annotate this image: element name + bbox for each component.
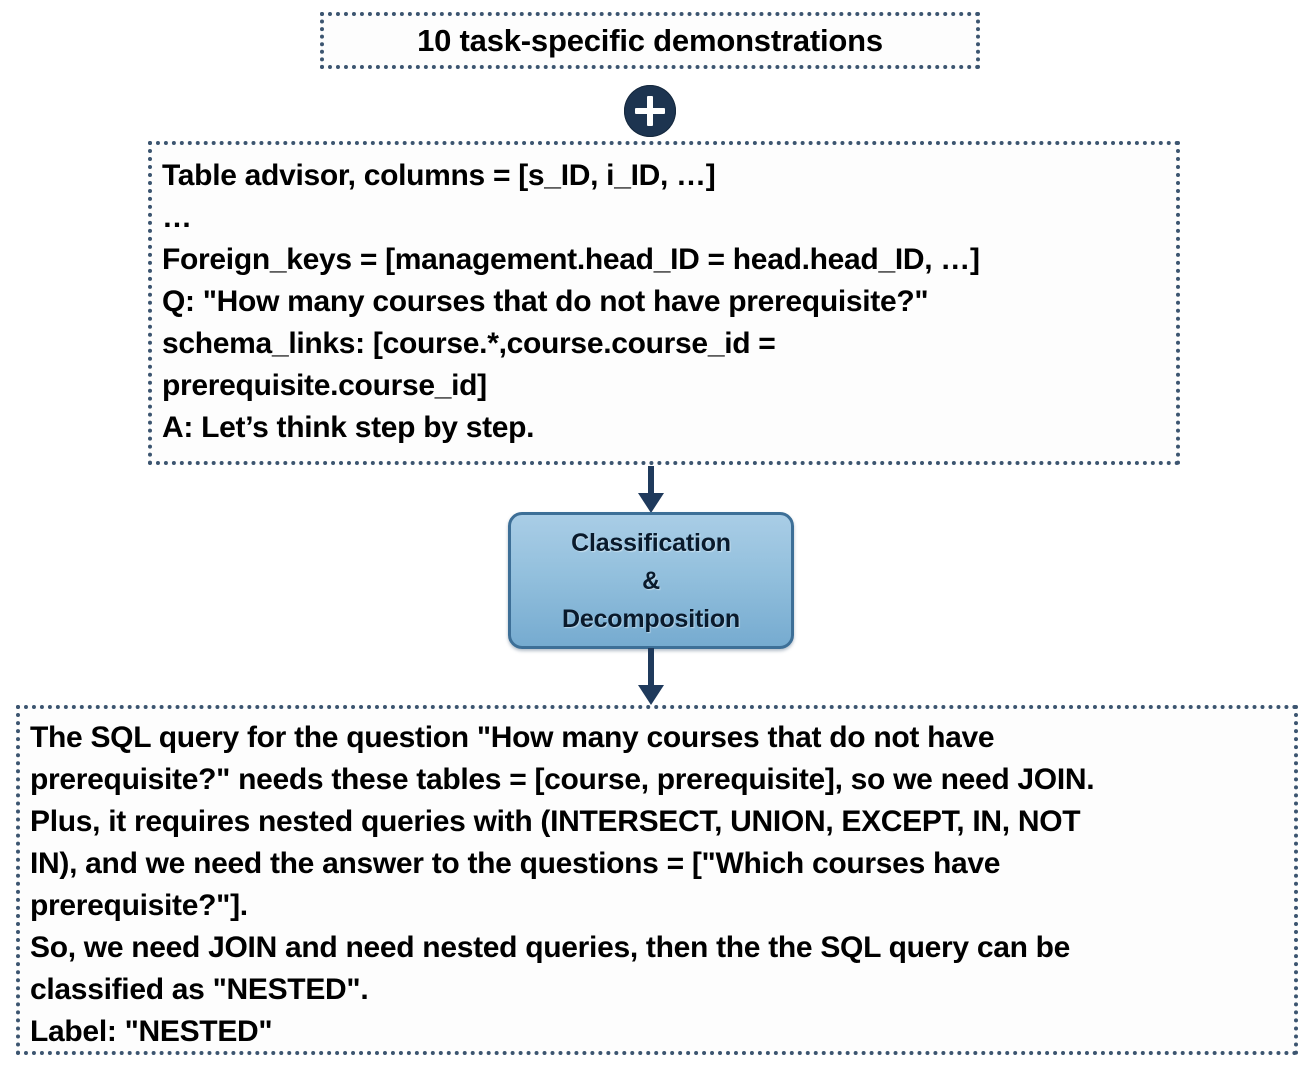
classify-line: Classification — [571, 528, 731, 557]
classify-line: & — [642, 566, 660, 595]
demonstrations-box: 10 task-specific demonstrations — [320, 12, 980, 69]
prompt-box: Table advisor, columns = [s_ID, i_ID, …]… — [148, 141, 1180, 465]
output-box: The SQL query for the question "How many… — [16, 705, 1298, 1055]
output-line: classified as "NESTED". — [30, 973, 369, 1006]
output-line: prerequisite?" needs these tables = [cou… — [30, 763, 1095, 796]
arrow-shaft — [648, 648, 654, 686]
plus-vertical-bar — [647, 96, 653, 126]
classify-line: Decomposition — [562, 604, 740, 633]
prompt-line: A: Let’s think step by step. — [162, 411, 535, 444]
prompt-line: schema_links: [course.*,course.course_id… — [162, 327, 776, 360]
prompt-line: … — [162, 201, 192, 234]
output-line: The SQL query for the question "How many… — [30, 721, 995, 754]
output-line: IN), and we need the answer to the quest… — [30, 847, 1001, 880]
plus-circle-icon — [624, 85, 676, 137]
prompt-line: Q: "How many courses that do not have pr… — [162, 285, 929, 318]
demonstrations-headline: 10 task-specific demonstrations — [417, 22, 883, 58]
output-line: Label: "NESTED" — [30, 1015, 273, 1048]
prompt-line: prerequisite.course_id] — [162, 369, 487, 402]
arrow-down-icon — [638, 648, 664, 705]
output-line: Plus, it requires nested queries with (I… — [30, 805, 1081, 838]
prompt-line: Table advisor, columns = [s_ID, i_ID, …] — [162, 159, 716, 192]
arrow-head — [638, 685, 664, 705]
arrow-down-icon — [638, 466, 664, 513]
output-line: So, we need JOIN and need nested queries… — [30, 931, 1071, 964]
arrow-head — [638, 493, 664, 513]
classification-decomposition-node: Classification & Decomposition — [508, 512, 794, 649]
output-line: prerequisite?"]. — [30, 889, 248, 922]
prompt-line: Foreign_keys = [management.head_ID = hea… — [162, 243, 980, 276]
arrow-shaft — [648, 466, 654, 494]
